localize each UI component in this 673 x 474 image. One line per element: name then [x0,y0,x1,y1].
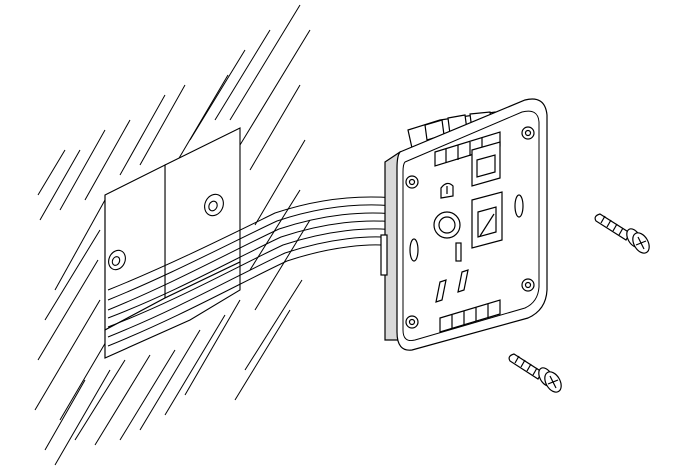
wall-hatching-icon [34,4,311,466]
screw-icon [594,213,650,254]
wall-box-icon [104,127,241,359]
faceplate-module-icon [380,98,548,351]
screw-icon [508,353,562,393]
cable-bundle-icon [107,196,396,347]
